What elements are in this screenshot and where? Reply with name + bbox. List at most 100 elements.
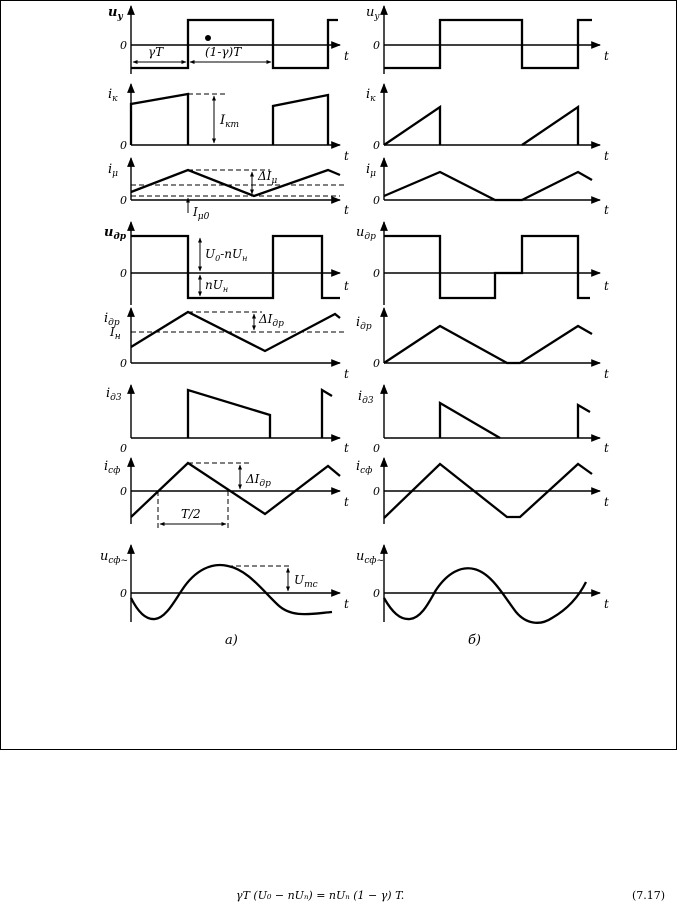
U0-minus-nUn-label: U0-nUн — [205, 247, 247, 263]
T-half-label: T/2 — [181, 507, 201, 521]
zero-u-dr-b: 0 — [373, 267, 380, 280]
label-i-sf-b: iсф — [356, 459, 372, 476]
wave-u-sf-a — [129, 563, 333, 621]
t-u-dr-a: t — [344, 279, 349, 293]
zero-i-mu-a: 0 — [120, 194, 127, 207]
wave-i-dr-a — [130, 310, 341, 353]
row-u-y-a: uу 0 t γT (1-γ)T — [108, 5, 349, 74]
zero-i-k-a: 0 — [120, 139, 127, 152]
label-u-dr-b: uдр — [356, 225, 376, 242]
zero-i-mu-b: 0 — [373, 194, 380, 207]
zero-u-sf-b: 0 — [373, 587, 380, 600]
t-i-dr-b: t — [604, 367, 609, 381]
equation-number: (7.17) — [632, 889, 666, 902]
wave-i-d3-a — [186, 388, 272, 438]
t-u-y-b: t — [604, 49, 609, 63]
wave-u-y-a — [131, 18, 338, 70]
label-i-sf-a: iсф — [104, 459, 120, 476]
label-i-mu-b: iμ — [366, 162, 376, 179]
t-i-d3-b: t — [604, 441, 609, 455]
gamma-T-label: γT — [148, 45, 164, 59]
panel-b-label: б) — [468, 633, 481, 648]
panel-b: uу 0 t iк 0 t iμ 0 t uдр — [356, 5, 609, 648]
I-km-label: Iкm — [219, 113, 239, 130]
wave-u-sf-b — [383, 567, 588, 624]
t-i-sf-b: t — [604, 495, 609, 509]
zero-u-dr-a: 0 — [120, 267, 127, 280]
t-u-y-a: t — [344, 49, 349, 63]
wave-i-mu-b — [383, 170, 593, 202]
row-i-sf-b: iсф 0 t — [356, 457, 609, 524]
row-i-d3-a: iд3 0 t — [106, 384, 349, 455]
label-i-k-b: iк — [366, 87, 376, 104]
zero-u-y-a: 0 — [120, 39, 127, 52]
zero-i-k-b: 0 — [373, 139, 380, 152]
row-i-mu-b: iμ 0 t — [366, 157, 609, 217]
row-i-d3-b: iд3 0 t — [358, 384, 609, 455]
row-u-dr-b: uдр 0 t — [356, 221, 609, 305]
t-i-k-a: t — [344, 149, 349, 163]
zero-i-dr-b: 0 — [373, 357, 380, 370]
zero-i-dr-a: 0 — [120, 357, 127, 370]
label-u-sf-a: uсф~ — [100, 549, 128, 566]
t-i-mu-a: t — [344, 203, 349, 217]
delta-I-dr2-label: ΔIдр — [245, 472, 271, 489]
label-i-mu-a: iμ — [108, 162, 118, 179]
label-i-dr-a: iдр — [104, 311, 120, 328]
t-i-mu-b: t — [604, 203, 609, 217]
zero-i-sf-a: 0 — [120, 485, 127, 498]
wave-u-dr-b — [384, 234, 590, 300]
row-i-k-a: iк 0 t Iкm — [108, 83, 349, 163]
row-u-y-b: uу 0 t — [366, 5, 609, 74]
t-u-sf-b: t — [604, 597, 609, 611]
zero-i-d3-b: 0 — [373, 442, 380, 455]
row-i-k-b: iк 0 t — [366, 83, 609, 163]
label-u-sf-b: uсф~ — [356, 549, 384, 566]
label-i-d3-b: iд3 — [358, 389, 374, 406]
t-i-k-b: t — [604, 149, 609, 163]
zero-i-d3-a: 0 — [120, 442, 127, 455]
wave-i-sf-b — [383, 462, 593, 519]
wave-i-k-a — [129, 92, 190, 145]
row-i-sf-a: iсф 0 t ΔIдр T/2 — [104, 457, 349, 528]
t-i-dr-a: t — [344, 367, 349, 381]
figure-frame — [0, 0, 677, 750]
t-u-sf-a: t — [344, 597, 349, 611]
U-mc-label: Umc — [294, 573, 318, 590]
row-u-sf-b: uсф~ 0 t — [356, 544, 609, 624]
dot-marker — [205, 35, 211, 41]
wave-i-k-b — [383, 104, 442, 146]
row-i-dr-b: iдр 0 t — [356, 307, 609, 381]
row-u-dr-a: uдр 0 t U0-nUн nUн — [104, 221, 349, 305]
row-i-mu-a: iμ 0 t ΔIμ Iμ0 — [108, 157, 349, 222]
wave-u-dr-a — [131, 234, 340, 300]
zero-i-sf-b: 0 — [373, 485, 380, 498]
row-u-sf-a: uсф~ 0 t Umc — [100, 544, 349, 622]
delta-I-mu-label: ΔIμ — [257, 169, 277, 186]
wave-i-mu-a — [130, 168, 341, 198]
wave-i-sf-a — [130, 461, 341, 518]
wave-i-dr-b — [383, 324, 593, 365]
equation-7-17: γT (U₀ − nUₙ) = nUₙ (1 − γ) T. — [236, 889, 405, 902]
panel-a-label: а) — [225, 633, 238, 648]
delta-I-dr-label: ΔIдр — [258, 312, 284, 329]
waveform-diagram: uу 0 t γT (1-γ)T iк 0 t Iкm iμ — [100, 5, 609, 648]
label-i-k-a: iк — [108, 87, 118, 104]
panel-a: uу 0 t γT (1-γ)T iк 0 t Iкm iμ — [100, 5, 349, 648]
t-i-d3-a: t — [344, 441, 349, 455]
zero-u-sf-a: 0 — [120, 587, 127, 600]
label-i-dr-b: iдр — [356, 315, 372, 332]
label-u-dr-a: uдр — [104, 225, 127, 242]
one-minus-gamma-T-label: (1-γ)T — [205, 45, 242, 59]
I-mu0-label: Iμ0 — [192, 205, 210, 222]
wave-i-d3-b — [438, 400, 501, 439]
t-i-sf-a: t — [344, 495, 349, 509]
zero-u-y-b: 0 — [373, 39, 380, 52]
wave-u-y-b — [384, 18, 592, 70]
I-n-label: Iн — [109, 325, 121, 342]
label-u-y-b: uу — [366, 5, 380, 22]
t-u-dr-b: t — [604, 279, 609, 293]
row-i-dr-a: iдр 0 t ΔIдр Iн — [104, 307, 349, 381]
label-u-y-a: uу — [108, 5, 123, 22]
nUn-label: nUн — [205, 278, 228, 294]
